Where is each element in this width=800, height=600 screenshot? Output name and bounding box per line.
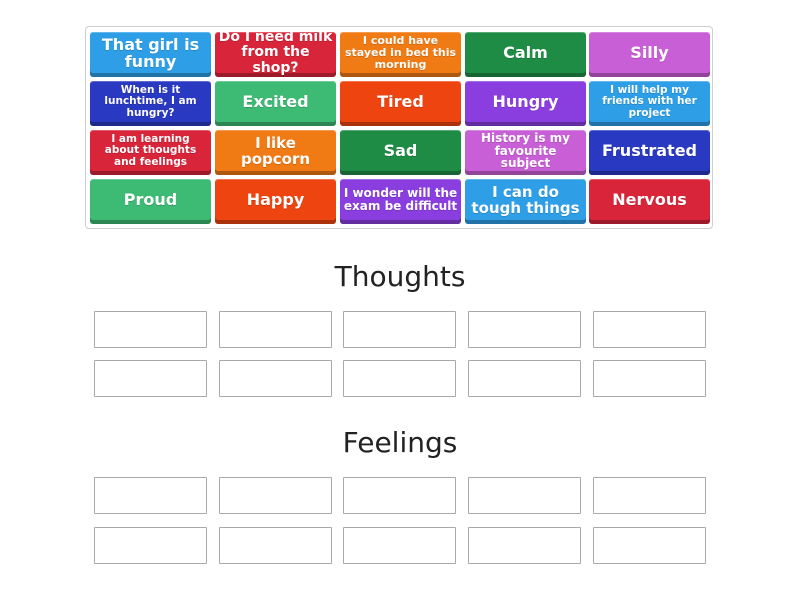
tile-calm[interactable]: Calm: [465, 32, 586, 77]
drop-slot-thoughts[interactable]: [343, 311, 456, 348]
tile-do-i-need-milk[interactable]: Do I need milk from the shop?: [215, 32, 336, 77]
tile-i-like-popcorn[interactable]: I like popcorn: [215, 130, 336, 175]
drop-slot-thoughts[interactable]: [468, 311, 581, 348]
tile-frustrated[interactable]: Frustrated: [589, 130, 710, 175]
drop-slot-feelings[interactable]: [593, 527, 706, 564]
drop-slot-thoughts[interactable]: [94, 311, 207, 348]
tile-hungry[interactable]: Hungry: [465, 81, 586, 126]
drop-slot-thoughts[interactable]: [219, 311, 332, 348]
drop-slot-feelings[interactable]: [468, 527, 581, 564]
drop-slot-feelings[interactable]: [343, 527, 456, 564]
drop-slot-feelings[interactable]: [219, 477, 332, 514]
group-title-feelings: Feelings: [342, 426, 458, 459]
drop-slot-feelings[interactable]: [94, 527, 207, 564]
tile-when-is-lunchtime[interactable]: When is it lunchtime, I am hungry?: [90, 81, 211, 126]
tile-nervous[interactable]: Nervous: [589, 179, 710, 224]
tile-help-my-friends[interactable]: I will help my friends with her project: [589, 81, 710, 126]
drop-slot-thoughts[interactable]: [593, 311, 706, 348]
drop-slot-thoughts[interactable]: [593, 360, 706, 397]
drop-slot-thoughts[interactable]: [94, 360, 207, 397]
tile-tired[interactable]: Tired: [340, 81, 461, 126]
drop-slot-feelings[interactable]: [593, 477, 706, 514]
drop-slot-thoughts[interactable]: [343, 360, 456, 397]
tile-stayed-in-bed[interactable]: I could have stayed in bed this morning: [340, 32, 461, 77]
drop-slot-feelings[interactable]: [468, 477, 581, 514]
tile-learning-thoughts-feelings[interactable]: I am learning about thoughts and feeling…: [90, 130, 211, 175]
tile-tray: That girl is funny Do I need milk from t…: [85, 26, 713, 229]
group-title-thoughts: Thoughts: [334, 260, 466, 293]
tile-wonder-exam[interactable]: I wonder will the exam be difficult: [340, 179, 461, 224]
drop-slot-thoughts[interactable]: [468, 360, 581, 397]
drop-slot-thoughts[interactable]: [219, 360, 332, 397]
tile-silly[interactable]: Silly: [589, 32, 710, 77]
tile-sad[interactable]: Sad: [340, 130, 461, 175]
drop-slot-feelings[interactable]: [343, 477, 456, 514]
tile-proud[interactable]: Proud: [90, 179, 211, 224]
tile-that-girl-is-funny[interactable]: That girl is funny: [90, 32, 211, 77]
tile-tough-things[interactable]: I can do tough things: [465, 179, 586, 224]
tile-excited[interactable]: Excited: [215, 81, 336, 126]
tile-happy[interactable]: Happy: [215, 179, 336, 224]
drop-slot-feelings[interactable]: [94, 477, 207, 514]
tile-history-favourite[interactable]: History is my favourite subject: [465, 130, 586, 175]
drop-slot-feelings[interactable]: [219, 527, 332, 564]
